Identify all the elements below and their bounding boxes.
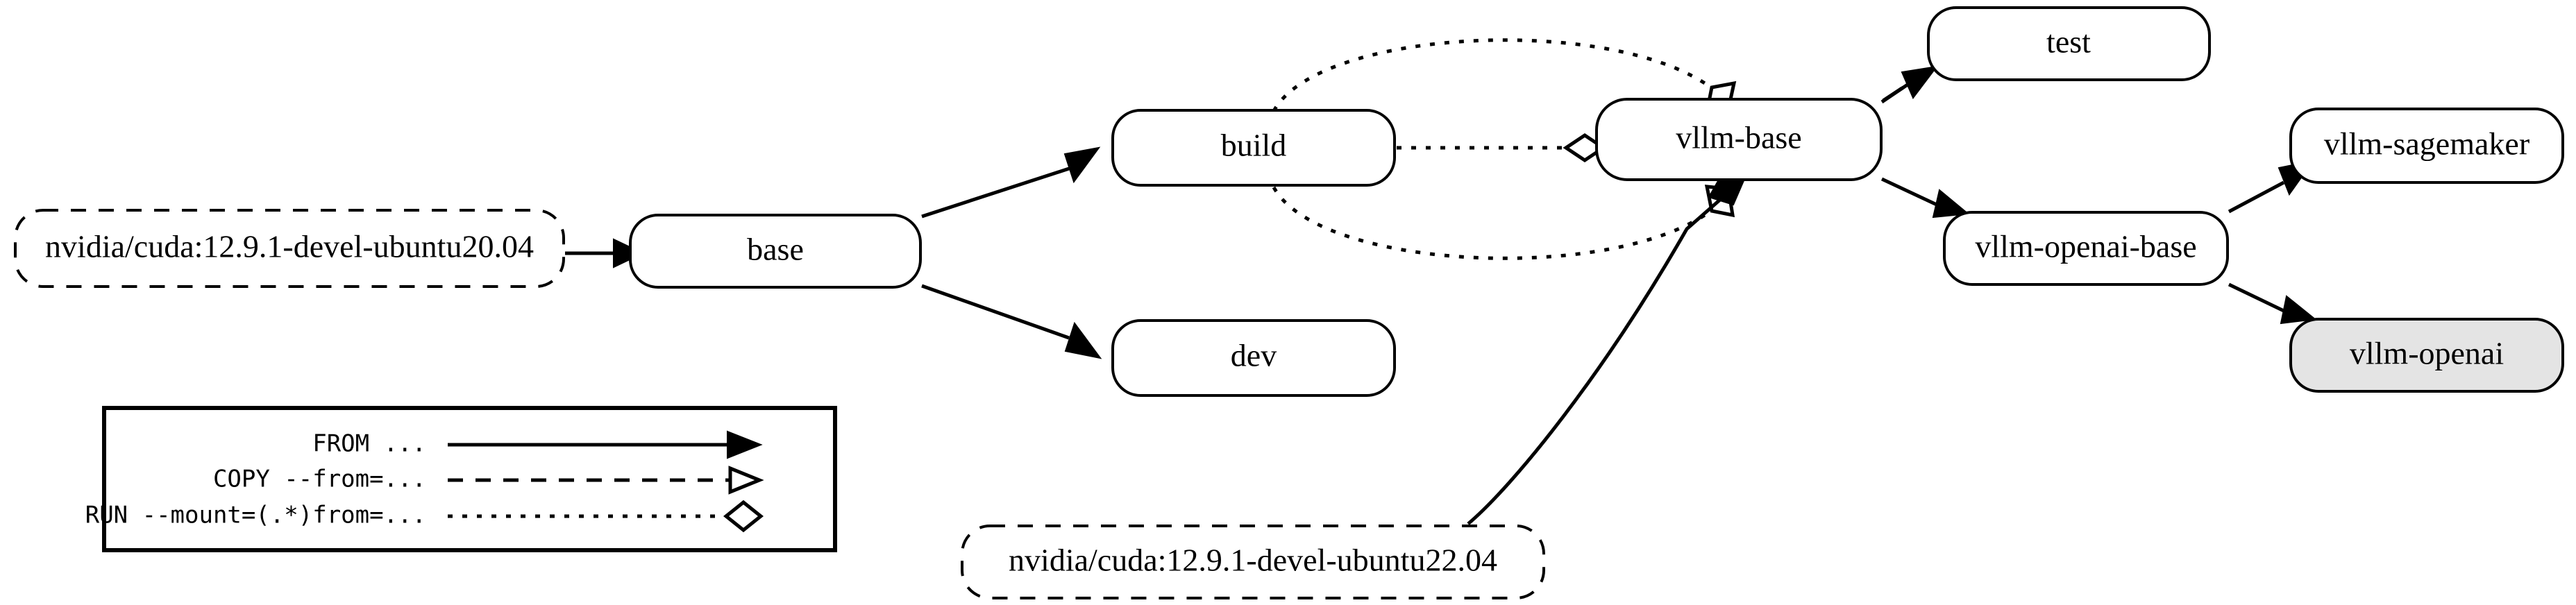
node-vllm-openai-base-label: vllm-openai-base: [1975, 229, 2196, 264]
open-diamond-arrow-icon: [723, 500, 764, 533]
node-vllm-base-label: vllm-base: [1676, 120, 1801, 155]
legend-item-from-label: FROM ...: [312, 430, 426, 458]
edges-layer: [565, 38, 2317, 525]
node-vllm-openai[interactable]: vllm-openai: [2289, 318, 2564, 393]
node-build-label: build: [1221, 128, 1287, 163]
legend-item-copy[interactable]: COPY --from=...: [213, 466, 764, 495]
node-cuda-ubuntu2204[interactable]: nvidia/cuda:12.9.1-devel-ubuntu22.04: [961, 525, 1545, 599]
legend-item-run-label: RUN --mount=(.*)from=...: [85, 502, 426, 529]
legend: FROM ... COPY --from=... RUN --mount=(.*…: [85, 406, 837, 552]
legend-item-from[interactable]: FROM ...: [312, 430, 763, 459]
node-vllm-sagemaker[interactable]: vllm-sagemaker: [2289, 108, 2564, 184]
solid-triangle-arrow-icon: [727, 430, 763, 459]
legend-item-run[interactable]: RUN --mount=(.*)from=...: [85, 500, 764, 533]
legend-border: [102, 406, 837, 552]
nodes-layer: nvidia/cuda:12.9.1-devel-ubuntu20.04 bas…: [14, 6, 2564, 599]
node-cuda-ubuntu2204-label: nvidia/cuda:12.9.1-devel-ubuntu22.04: [1009, 543, 1497, 578]
edge-from-vllm-openai-base-to-vllm-openai[interactable]: [2228, 282, 2317, 325]
node-test[interactable]: test: [1927, 6, 2211, 81]
edge-from-base-to-build[interactable]: [921, 146, 1101, 219]
legend-item-copy-label: COPY --from=...: [213, 466, 426, 493]
node-vllm-openai-base[interactable]: vllm-openai-base: [1943, 211, 2229, 286]
node-vllm-openai-label: vllm-openai: [2350, 336, 2504, 371]
edge-from-cuda2204-to-vllm-base[interactable]: [1467, 173, 1746, 525]
node-dev[interactable]: dev: [1111, 319, 1396, 397]
node-build[interactable]: build: [1111, 109, 1396, 187]
node-cuda-ubuntu2004[interactable]: nvidia/cuda:12.9.1-devel-ubuntu20.04: [14, 209, 565, 288]
edge-from-vllm-base-to-vllm-openai-base[interactable]: [1880, 177, 1970, 219]
node-test-label: test: [2046, 24, 2091, 60]
node-vllm-sagemaker-label: vllm-sagemaker: [2324, 126, 2529, 162]
edge-from-base-to-dev[interactable]: [921, 284, 1102, 359]
open-triangle-arrow-icon: [728, 466, 764, 495]
edge-run-mount-build-to-vllm-base-arc-bottom[interactable]: [1272, 185, 1735, 260]
node-base-label: base: [747, 232, 804, 267]
edge-from-vllm-base-to-test[interactable]: [1880, 65, 1939, 104]
node-dev-label: dev: [1231, 338, 1277, 373]
edge-run-mount-build-to-vllm-base-straight[interactable]: [1397, 133, 1607, 163]
node-vllm-base[interactable]: vllm-base: [1595, 98, 1883, 181]
node-base[interactable]: base: [629, 214, 922, 289]
edge-from-cuda2004-to-base[interactable]: [565, 238, 645, 269]
node-cuda-ubuntu2004-label: nvidia/cuda:12.9.1-devel-ubuntu20.04: [45, 229, 534, 264]
